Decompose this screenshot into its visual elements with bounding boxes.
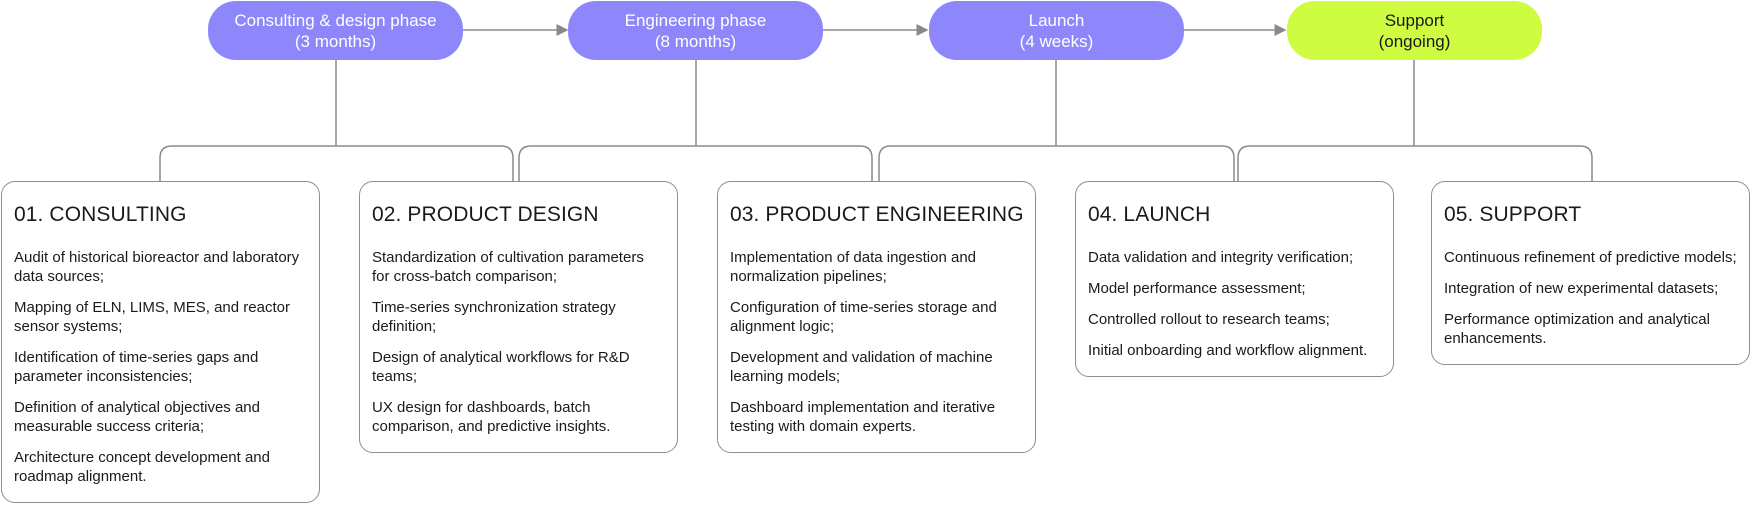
card-item: Model performance assessment; [1088, 280, 1306, 297]
card-item: Dashboard implementation and iterative t… [730, 399, 996, 435]
phase-name: Support [1384, 10, 1445, 30]
phase-consulting-design: Consulting & design phase (3 months) [208, 1, 463, 60]
card-item: Implementation of data ingestion and nor… [730, 249, 976, 285]
card-title: 01. CONSULTING [14, 203, 187, 226]
card-item-list: Audit of historical bioreactor and labor… [14, 248, 307, 486]
card-consulting: 01. CONSULTING Audit of historical biore… [1, 181, 320, 503]
card-item: Time-series synchronization strategy def… [372, 299, 616, 335]
card-item: Performance optimization and analytical … [1444, 311, 1710, 347]
phase-support: Support (ongoing) [1287, 1, 1542, 60]
card-item-list: Implementation of data ingestion and nor… [730, 248, 1023, 436]
connector-phase-4 [1237, 60, 1593, 181]
card-item: Design of analytical workflows for R&D t… [372, 349, 630, 385]
card-item: Controlled rollout to research teams; [1088, 311, 1330, 328]
card-item: Initial onboarding and workflow alignmen… [1088, 342, 1368, 359]
phase-duration: (ongoing) [1378, 31, 1451, 51]
phase-duration: (8 months) [654, 31, 737, 51]
card-item: Data validation and integrity verificati… [1088, 249, 1354, 266]
card-item: Development and validation of machine le… [730, 349, 993, 385]
card-item-list: Standardization of cultivation parameter… [372, 248, 665, 436]
card-title: 02. PRODUCT DESIGN [372, 203, 599, 226]
phase-engineering: Engineering phase (8 months) [568, 1, 823, 60]
card-item: Integration of new experimental datasets… [1444, 280, 1719, 297]
card-item: Audit of historical bioreactor and labor… [14, 249, 300, 285]
card-item: Architecture concept development and roa… [14, 449, 270, 485]
phase-name: Launch [1028, 10, 1085, 30]
phase-duration: (4 weeks) [1019, 31, 1094, 51]
card-item: Configuration of time-series storage and… [730, 299, 997, 335]
card-launch: 04. LAUNCH Data validation and integrity… [1075, 181, 1394, 377]
phase-launch: Launch (4 weeks) [929, 1, 1184, 60]
connector-phase-3 [878, 60, 1235, 181]
card-item: Identification of time-series gaps and p… [14, 349, 259, 385]
card-item: UX design for dashboards, batch comparis… [372, 399, 611, 435]
card-support: 05. SUPPORT Continuous refinement of pre… [1431, 181, 1750, 365]
phase-name: Engineering phase [624, 10, 767, 30]
card-item-list: Continuous refinement of predictive mode… [1444, 248, 1737, 348]
card-product-design: 02. PRODUCT DESIGN Standardization of cu… [359, 181, 678, 453]
card-item: Definition of analytical objectives and … [14, 399, 260, 435]
connector-phase-2 [518, 60, 873, 181]
card-item: Mapping of ELN, LIMS, MES, and reactor s… [14, 299, 290, 335]
card-item: Standardization of cultivation parameter… [372, 249, 644, 285]
card-title: 03. PRODUCT ENGINEERING [730, 203, 1024, 226]
card-item-list: Data validation and integrity verificati… [1088, 248, 1381, 360]
connector-phase-1 [159, 60, 514, 181]
card-item: Continuous refinement of predictive mode… [1444, 249, 1737, 266]
phase-duration: (3 months) [294, 31, 377, 51]
card-title: 05. SUPPORT [1444, 203, 1582, 226]
card-product-engineering: 03. PRODUCT ENGINEERING Implementation o… [717, 181, 1036, 453]
card-title: 04. LAUNCH [1088, 203, 1211, 226]
phase-name: Consulting & design phase [234, 10, 437, 30]
